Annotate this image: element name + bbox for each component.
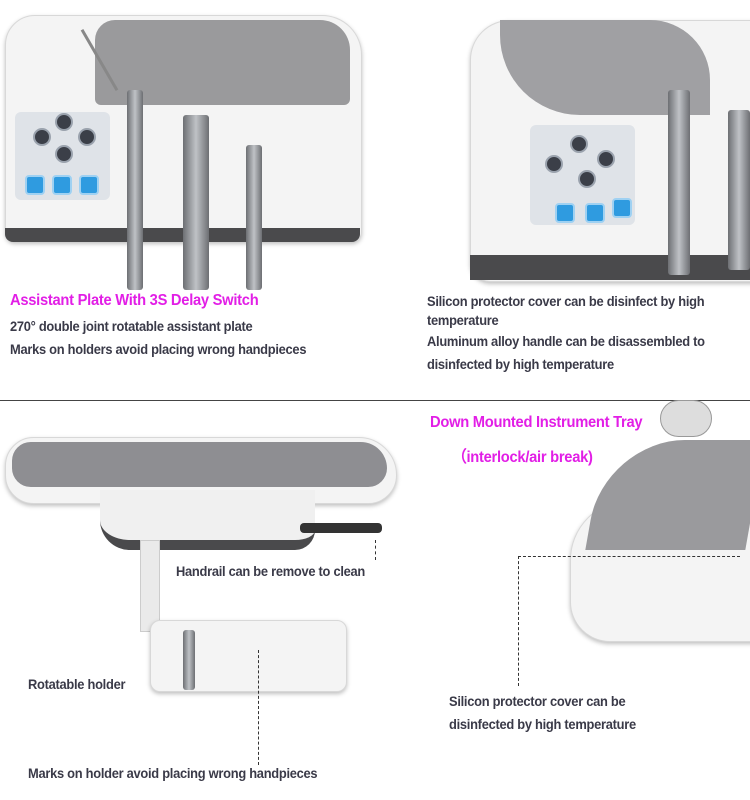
- feature-line: Silicon protector cover can be: [449, 693, 626, 709]
- feature-line: Silicon protector cover can be disinfect…: [427, 293, 705, 309]
- callout-line: [375, 540, 376, 560]
- callout-line: [258, 650, 259, 765]
- feature-line: disinfected by high temperature: [427, 356, 614, 372]
- feature-line: Marks on holders avoid placing wrong han…: [10, 341, 307, 357]
- down-mounted-tray-title: Down Mounted Instrument Tray: [430, 414, 643, 431]
- callout-line: [518, 556, 519, 686]
- down-mounted-tray-subtitle: （interlock/air break): [452, 449, 593, 466]
- holder-marks-label: Marks on holder avoid placing wrong hand…: [28, 765, 318, 781]
- feature-line: Aluminum alloy handle can be disassemble…: [427, 333, 705, 349]
- assistant-plate-title: Assistant Plate With 3S Delay Switch: [10, 292, 259, 309]
- section-divider: [0, 400, 750, 401]
- feature-line: disinfected by high temperature: [449, 716, 636, 732]
- feature-line: 270° double joint rotatable assistant pl…: [10, 318, 253, 334]
- rotatable-holder-label: Rotatable holder: [28, 676, 126, 692]
- callout-line: [518, 556, 740, 557]
- handrail-label: Handrail can be remove to clean: [176, 563, 366, 579]
- feature-line: temperature: [427, 312, 499, 328]
